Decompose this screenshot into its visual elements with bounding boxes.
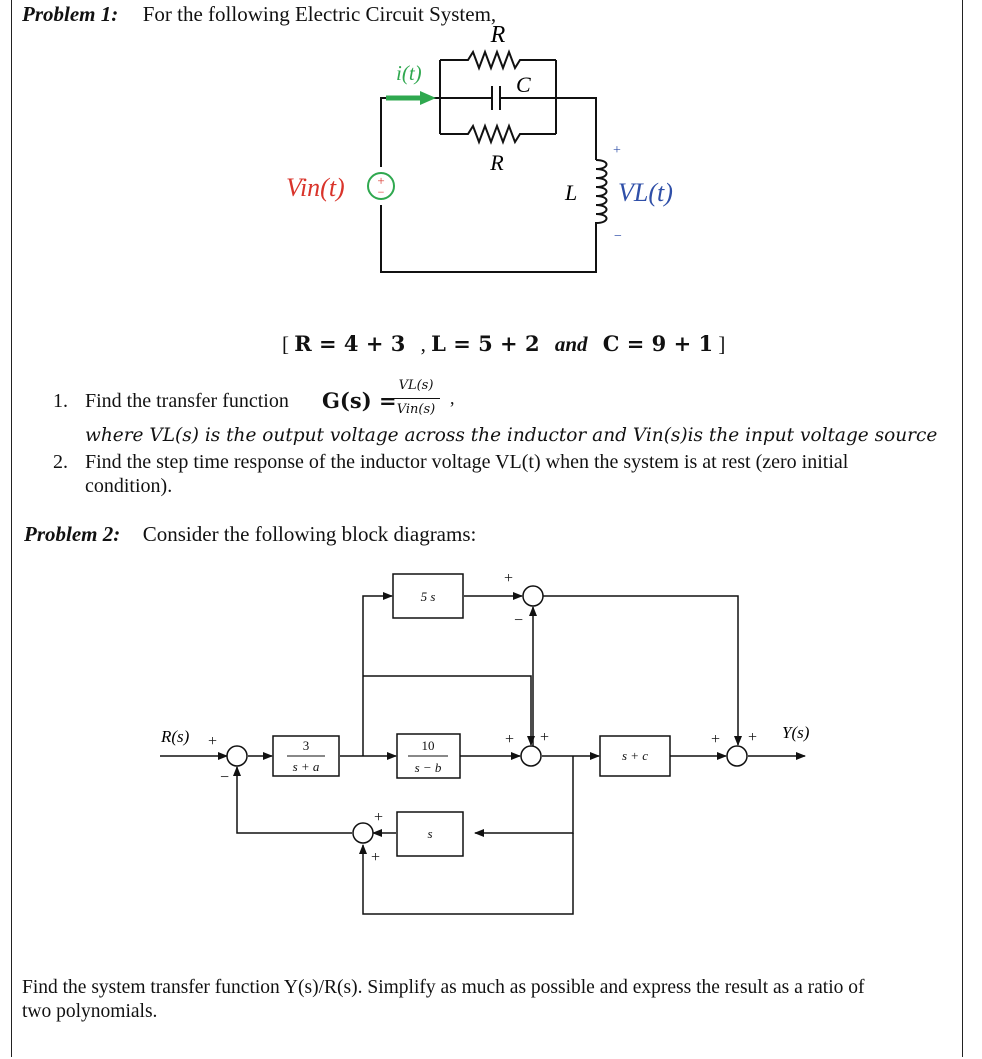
item2-line2: condition).: [85, 475, 173, 497]
summer-middle: [520, 745, 542, 767]
block-g2-num: 10: [422, 738, 435, 753]
resistor-top: [440, 49, 556, 71]
block-5s-label: 5 s: [421, 589, 436, 604]
problem1-label: Problem 1:: [22, 2, 119, 26]
vl-plus: +: [613, 143, 621, 158]
circuit-diagram: + − R C R i(t) Vin(t) L + − VL(t): [286, 22, 673, 273]
sign-sum2-left: +: [505, 731, 514, 748]
label-C: C: [516, 72, 531, 97]
block-s-label: s: [427, 826, 432, 841]
source-plus: +: [377, 173, 384, 188]
sign-out-left: +: [711, 731, 720, 748]
current-arrow-head: [420, 91, 436, 105]
sign-out-top: +: [748, 729, 757, 746]
problem2-heading: Problem 2: Consider the following block …: [24, 522, 476, 547]
item1-where: where VL(s) is the output voltage across…: [85, 425, 938, 446]
source-minus: −: [378, 185, 385, 199]
item1-frac-den: Vin(s): [396, 402, 436, 417]
block-g1-num: 3: [303, 738, 310, 753]
summer-input: [226, 745, 248, 767]
summer-top: [522, 585, 544, 607]
item2-line1: Find the step time response of the induc…: [85, 451, 849, 473]
item1-frac-num: VL(s): [398, 378, 434, 393]
input-label: R(s): [160, 727, 190, 746]
wire-right-top: [556, 97, 597, 160]
label-vl: VL(t): [618, 178, 673, 207]
summer-output: [726, 745, 748, 767]
block-sc-label: s + c: [622, 748, 648, 763]
sign-fb-top: +: [374, 809, 383, 826]
block-g1-den: s + a: [293, 759, 320, 774]
block-sc: [599, 735, 671, 777]
label-vin: Vin(t): [286, 173, 345, 202]
params-open: [: [282, 332, 289, 356]
item2-number: 2.: [53, 451, 68, 473]
inductor-coil: [595, 159, 608, 232]
item1-trail: ,: [450, 388, 455, 408]
resistor-bottom: [440, 123, 556, 145]
problem2-label: Problem 2:: [24, 522, 121, 546]
block-s: [396, 811, 464, 857]
param-c: C = 9 + 1: [602, 331, 714, 356]
label-L: L: [564, 180, 577, 205]
sign-sum1-in: +: [208, 733, 217, 750]
label-current: i(t): [396, 61, 422, 85]
problem1-intro: For the following Electric Circuit Syste…: [142, 2, 497, 26]
item1-g-lhs: G(s) =: [322, 388, 397, 413]
sign-top-bottom: −: [514, 612, 523, 629]
item1-text: Find the transfer function: [85, 390, 289, 412]
problem2-intro: Consider the following block diagrams:: [142, 522, 477, 546]
param-l: L = 5 + 2: [431, 331, 540, 356]
sign-sum1-fb: −: [220, 769, 229, 786]
block-diagram: 5 s 3 s + a 10 s − b s + c s R(s) Y(s) +…: [160, 570, 810, 915]
param-r: R = 4 + 3: [294, 331, 406, 356]
block-g2-den: s − b: [415, 760, 442, 775]
label-R-bottom: R: [489, 150, 504, 175]
sign-fb-bottom: +: [371, 849, 380, 866]
problem1-heading: Problem 1: For the following Electric Ci…: [22, 2, 496, 27]
sign-top-in: +: [504, 570, 513, 587]
page-frame: [11, 0, 963, 1057]
params-close: ]: [718, 332, 726, 356]
params-sep: ,: [420, 332, 426, 356]
item1-frac-bar: [392, 398, 440, 399]
params-and: and: [554, 332, 588, 356]
wire-bottom: [380, 205, 597, 273]
block-5s: [392, 573, 464, 619]
summer-feedback: [352, 822, 374, 844]
params-line: [ R = 4 + 3 , L = 5 + 2 and C = 9 + 1 ]: [282, 331, 725, 357]
label-R-top: R: [490, 22, 506, 48]
voltage-source-circle: [367, 172, 395, 200]
problem2-question-line1: Find the system transfer function Y(s)/R…: [22, 977, 865, 998]
problem2-question-line2: two polynomials.: [22, 1001, 158, 1022]
item1-number: 1.: [53, 390, 68, 412]
vl-minus: −: [614, 229, 622, 244]
output-label: Y(s): [782, 723, 810, 742]
sign-sum2-top: +: [540, 729, 549, 746]
